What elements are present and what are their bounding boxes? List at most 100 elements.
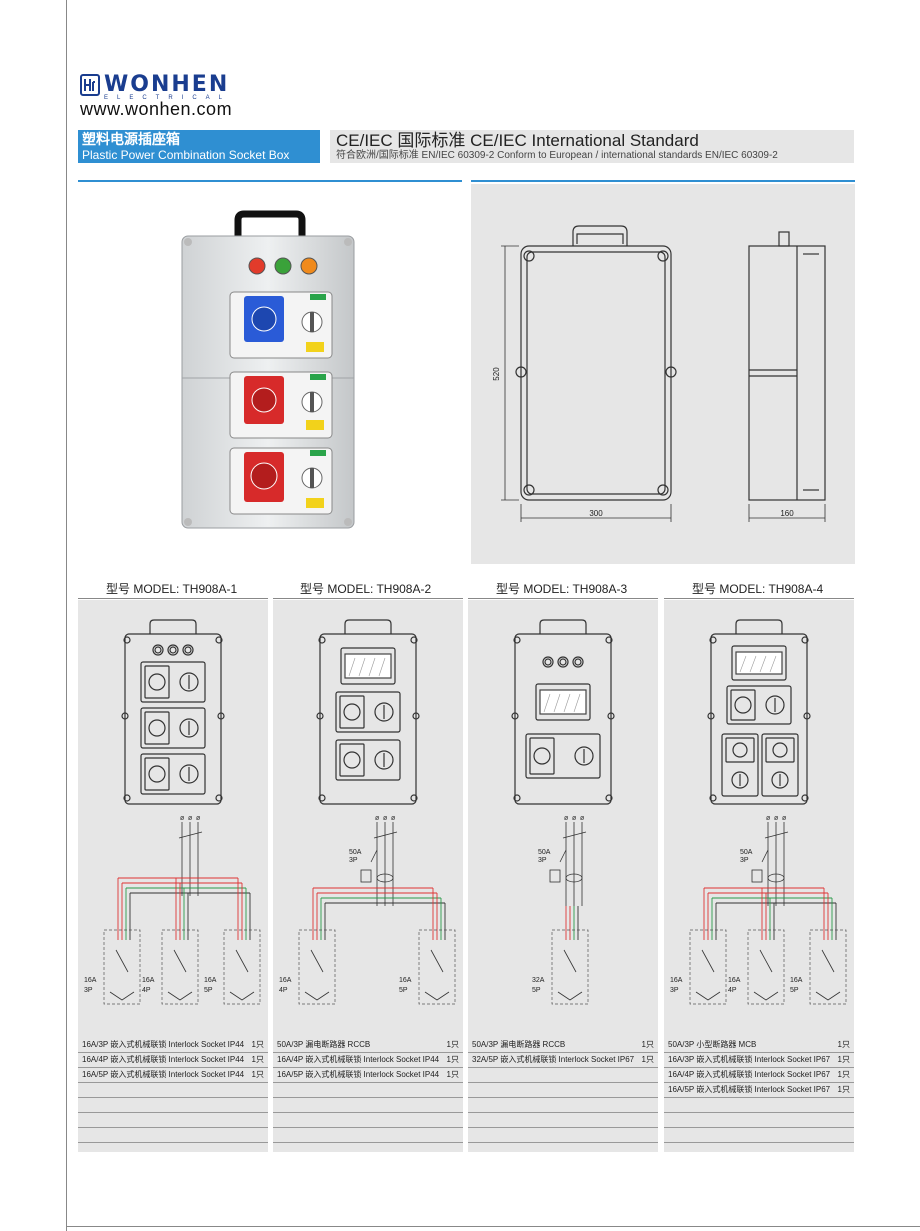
blank-row	[468, 1068, 658, 1083]
svg-text:ø: ø	[383, 815, 388, 822]
part-quantity: 1只	[251, 1070, 264, 1079]
part-quantity: 1只	[641, 1040, 654, 1049]
blank-row	[468, 1098, 658, 1113]
breaker-poles: 3P	[538, 857, 547, 864]
dimension-drawing: 520 300 160	[471, 184, 855, 564]
model-label-3: 型号 MODEL: TH908A-3	[496, 582, 628, 596]
breaker-poles: 3P	[349, 857, 358, 864]
branch-rating: 16A	[670, 977, 683, 984]
branch-rating: 16A	[142, 977, 155, 984]
socket-module-1	[229, 291, 333, 359]
svg-text:ø: ø	[391, 815, 396, 822]
model-rule-3	[468, 598, 658, 599]
svg-text:ø: ø	[572, 815, 577, 822]
part-quantity: 1只	[251, 1055, 264, 1064]
part-quantity: 1只	[837, 1070, 850, 1079]
lamp-green	[274, 257, 292, 275]
blank-row	[273, 1098, 463, 1113]
part-row: 16A/5P 嵌入式机械联锁 Interlock Socket IP67 1只	[664, 1083, 854, 1098]
branch-rating: 16A	[399, 977, 412, 984]
svg-text:ø: ø	[196, 815, 201, 822]
product-title-en: Plastic Power Combination Socket Box	[82, 148, 290, 162]
svg-text:ø: ø	[375, 815, 380, 822]
branch-poles: 4P	[142, 987, 151, 994]
breaker-rating: 50A	[538, 849, 551, 856]
part-description: 50A/3P 漏电断路器 RCCB	[277, 1040, 371, 1049]
branch-rating: 16A	[84, 977, 97, 984]
product-title-box: 塑料电源插座箱 Plastic Power Combination Socket…	[78, 130, 320, 163]
socket-module-3	[229, 447, 333, 515]
indicator-lamps	[248, 257, 318, 275]
blank-row	[78, 1113, 268, 1128]
blank-row	[468, 1083, 658, 1098]
part-row: 50A/3P 漏电断路器 RCCB 1只	[273, 1038, 463, 1053]
branch-poles: 5P	[399, 987, 408, 994]
model-label-2: 型号 MODEL: TH908A-2	[300, 582, 432, 596]
branch-poles: 5P	[204, 987, 213, 994]
part-row: 16A/5P 嵌入式机械联锁 Interlock Socket IP44 1只	[78, 1068, 268, 1083]
svg-text:ø: ø	[180, 815, 185, 822]
part-description: 32A/5P 嵌入式机械联锁 Interlock Socket IP67	[472, 1055, 635, 1064]
branch-poles: 4P	[279, 987, 288, 994]
branch-poles: 4P	[728, 987, 737, 994]
svg-text:ø: ø	[774, 815, 779, 822]
brand-logo: WONHEN	[80, 74, 229, 96]
part-description: 16A/5P 嵌入式机械联锁 Interlock Socket IP67	[668, 1085, 831, 1094]
blank-row	[664, 1098, 854, 1113]
model-label-4: 型号 MODEL: TH908A-4	[692, 582, 824, 596]
branch-rating: 16A	[790, 977, 803, 984]
blank-row	[273, 1113, 463, 1128]
model-rule-1	[78, 598, 268, 599]
part-quantity: 1只	[837, 1085, 850, 1094]
svg-text:ø: ø	[188, 815, 193, 822]
blank-row	[664, 1113, 854, 1128]
part-row: 16A/4P 嵌入式机械联锁 Interlock Socket IP44 1只	[78, 1053, 268, 1068]
branch-rating: 16A	[204, 977, 217, 984]
website-url: www.wonhen.com	[80, 99, 233, 119]
lamp-red	[248, 257, 266, 275]
branch-rating: 16A	[728, 977, 741, 984]
part-quantity: 1只	[446, 1055, 459, 1064]
blue-rule-left	[78, 180, 462, 182]
model-rule-2	[273, 598, 463, 599]
bottom-rule	[66, 1226, 920, 1227]
blue-rule-right	[471, 180, 855, 182]
svg-text:ø: ø	[564, 815, 569, 822]
svg-text:ø: ø	[782, 815, 787, 822]
svg-text:ø: ø	[580, 815, 585, 822]
model-rule-4	[664, 598, 854, 599]
blank-row	[78, 1083, 268, 1098]
part-description: 50A/3P 小型断路器 MCB	[668, 1040, 757, 1049]
standard-title: CE/IEC 国际标准 CE/IEC International Standar…	[336, 131, 699, 150]
blank-row	[468, 1113, 658, 1128]
branch-rating: 16A	[279, 977, 292, 984]
product-title-cn: 塑料电源插座箱	[82, 132, 180, 148]
brand-name: WONHEN	[104, 72, 230, 97]
branch-poles: 3P	[670, 987, 679, 994]
blank-row	[273, 1083, 463, 1098]
branch-rating: 32A	[532, 977, 545, 984]
part-quantity: 1只	[446, 1040, 459, 1049]
part-description: 16A/4P 嵌入式机械联锁 Interlock Socket IP44	[82, 1055, 245, 1064]
branch-poles: 3P	[84, 987, 93, 994]
part-description: 16A/3P 嵌入式机械联锁 Interlock Socket IP67	[668, 1055, 831, 1064]
part-quantity: 1只	[641, 1055, 654, 1064]
part-description: 16A/5P 嵌入式机械联锁 Interlock Socket IP44	[82, 1070, 245, 1079]
branch-poles: 5P	[790, 987, 799, 994]
